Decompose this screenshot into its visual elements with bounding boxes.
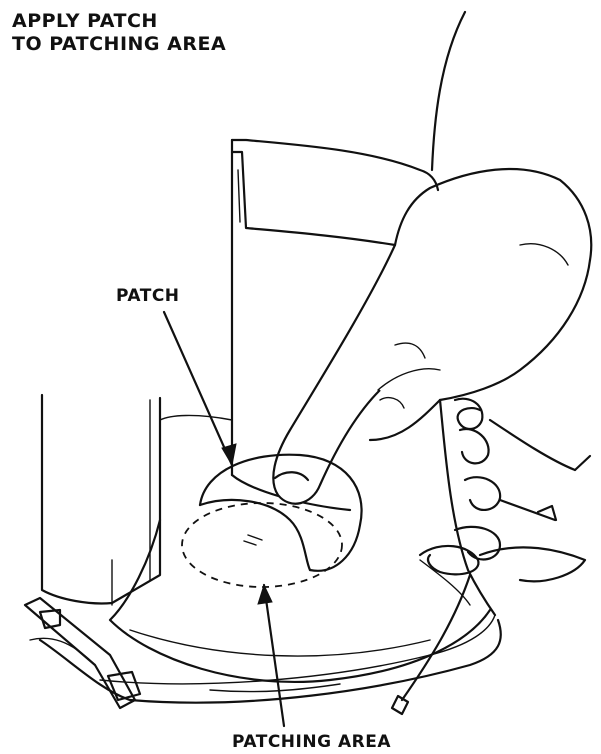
boot-strap (25, 598, 140, 708)
patch-label: PATCH (116, 286, 180, 306)
boot-laces (392, 399, 590, 714)
hand-pressing-patch (273, 12, 591, 504)
patching-area-outline (182, 503, 342, 587)
patching-area-label: PATCHING AREA (232, 732, 391, 752)
patch-leader-arrow (164, 312, 236, 465)
trouser-leg (42, 395, 160, 605)
